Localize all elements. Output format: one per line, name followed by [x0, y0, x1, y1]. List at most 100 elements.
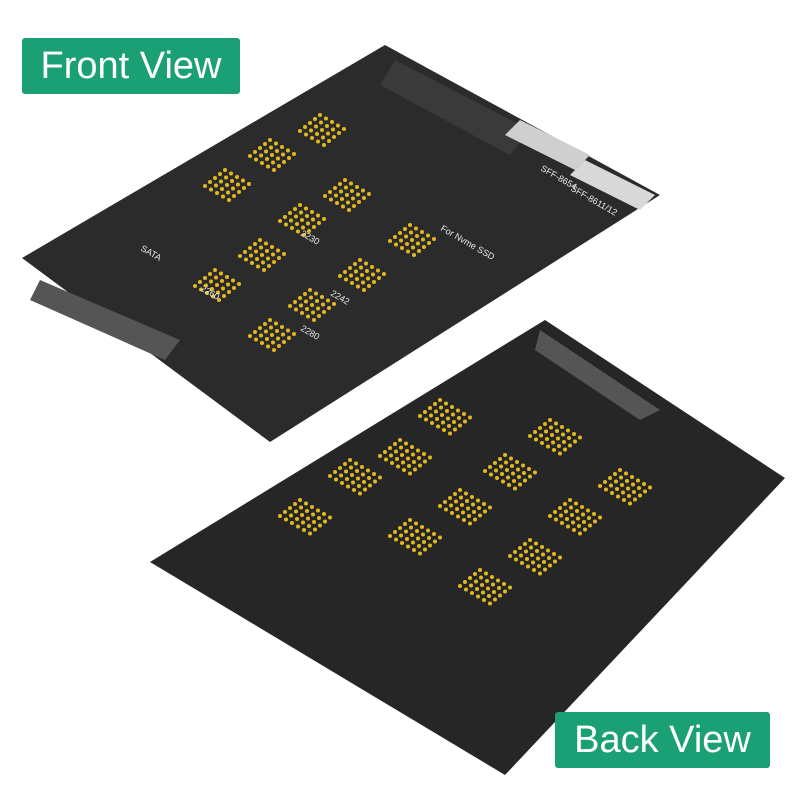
gold-pad — [476, 498, 480, 503]
gold-pad — [322, 310, 326, 314]
gold-pad — [540, 441, 544, 445]
gold-pad — [308, 288, 312, 292]
gold-pad — [463, 419, 467, 424]
gold-pad — [384, 457, 388, 462]
gold-pad — [226, 282, 230, 287]
gold-pad — [264, 241, 268, 246]
gold-pad — [332, 135, 336, 139]
gold-pad — [564, 509, 568, 514]
gold-pad — [439, 405, 443, 410]
gold-pad — [393, 235, 397, 239]
gold-pad — [222, 294, 226, 298]
gold-pad — [609, 483, 613, 488]
gold-pad — [224, 175, 228, 180]
gold-pad — [368, 483, 372, 488]
gold-pad — [534, 541, 538, 546]
gold-pad — [559, 513, 563, 518]
gold-pad — [287, 336, 291, 340]
gold-pad — [248, 334, 252, 338]
gold-pad — [414, 226, 418, 231]
gold-pad — [488, 505, 492, 510]
gold-pad — [572, 432, 576, 436]
gold-pad — [518, 482, 522, 487]
gold-pad — [481, 590, 485, 595]
gold-pad — [423, 547, 427, 552]
gold-pad — [289, 513, 293, 518]
gold-pad — [412, 253, 416, 257]
gold-pad — [241, 178, 245, 183]
gold-pad — [568, 443, 572, 448]
gold-pad — [626, 486, 630, 491]
gold-pad — [541, 552, 545, 557]
gold-pad — [569, 505, 573, 510]
gold-pad — [408, 471, 412, 476]
gold-pad — [340, 197, 344, 201]
gold-pad — [269, 145, 273, 150]
gold-pad — [258, 326, 262, 330]
gold-pad — [556, 436, 560, 441]
gold-pad — [236, 182, 240, 187]
gold-pad — [356, 476, 360, 481]
gold-pad — [301, 225, 305, 230]
gold-pad — [411, 245, 415, 250]
gold-pad — [347, 208, 351, 212]
gold-pad — [558, 555, 562, 560]
gold-pad — [464, 491, 468, 496]
gold-pad — [302, 233, 306, 237]
gold-pad — [364, 261, 368, 266]
gold-pad — [574, 501, 578, 506]
gold-pad — [277, 164, 281, 168]
gold-pad — [221, 194, 225, 199]
gold-pad — [524, 549, 528, 554]
gold-pad — [411, 452, 415, 457]
gold-pad — [275, 149, 279, 153]
gold-pad — [354, 461, 358, 466]
gold-pad — [267, 264, 271, 268]
gold-pad — [636, 478, 640, 483]
gold-pad — [469, 583, 473, 588]
gold-pad — [458, 488, 462, 492]
gold-pad — [270, 245, 274, 249]
gold-pad — [232, 286, 236, 290]
gold-pad — [303, 125, 307, 129]
gold-pad — [393, 442, 397, 446]
gold-pad — [445, 409, 449, 413]
gold-pad — [480, 583, 484, 587]
gold-pad — [219, 271, 223, 276]
gold-pad — [553, 559, 557, 564]
gold-pad — [566, 524, 570, 529]
gold-pad — [225, 183, 229, 187]
gold-pad — [193, 284, 197, 288]
gold-pad — [225, 275, 229, 279]
gold-pad — [290, 226, 294, 230]
gold-pad — [218, 172, 222, 176]
gold-pad — [433, 402, 437, 406]
gold-pad — [242, 186, 246, 190]
gold-pad — [546, 444, 550, 449]
gold-pad — [265, 157, 269, 161]
gold-pad — [485, 579, 489, 583]
gold-pad — [513, 486, 517, 491]
gold-pad — [546, 548, 550, 553]
gold-pad — [638, 493, 642, 498]
gold-pad — [330, 120, 334, 124]
gold-pad — [301, 520, 305, 525]
gold-pad — [312, 318, 316, 322]
gold-pad — [348, 458, 352, 462]
gold-pad — [413, 467, 417, 472]
gold-pad — [268, 138, 272, 142]
gold-pad — [360, 465, 364, 469]
gold-pad — [488, 601, 492, 606]
gold-pad — [438, 504, 442, 508]
gold-pad — [614, 479, 618, 484]
gold-pad — [508, 554, 512, 558]
gold-pad — [610, 491, 614, 495]
gold-pad — [633, 497, 637, 502]
gold-pad — [348, 266, 352, 270]
gold-pad — [289, 218, 293, 223]
gold-pad — [232, 194, 236, 198]
gold-pad — [280, 325, 284, 329]
gold-pad — [357, 484, 361, 488]
gold-pad — [346, 484, 350, 489]
gold-pad — [421, 237, 425, 242]
